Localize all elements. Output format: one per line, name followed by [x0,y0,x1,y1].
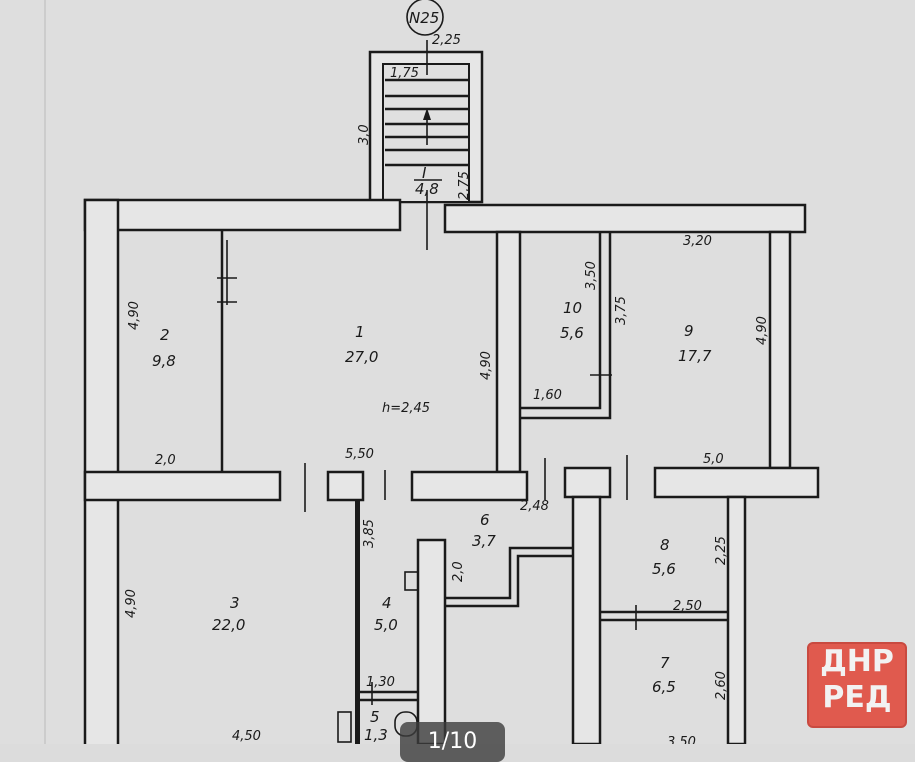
room-5-number: 5 [370,708,380,726]
room-10-area: 5,6 [560,324,584,342]
dim: 2,48 [520,499,549,514]
room-8-number: 8 [660,536,670,554]
dim: 1,30 [366,675,395,690]
room-7-area: 6,5 [652,678,676,696]
dim: 2,50 [673,599,702,614]
room-7-number: 7 [660,654,670,672]
room-1-number: 1 [355,323,365,341]
dim-stair-inner: 1,75 [390,66,419,81]
dim: 4,90 [127,301,142,330]
building-number: N25 [409,9,439,27]
watermark-logo: ДНР РЕД [807,642,907,728]
dim: h=2,45 [382,401,430,416]
dim: 3,50 [584,261,599,290]
room-4-number: 4 [382,594,392,612]
room-2-number: 2 [160,326,170,344]
dim: 3,85 [362,519,377,548]
room-3-number: 3 [230,594,240,612]
dim: 4,90 [755,316,770,345]
floor-plan: N25 2,25 1,75 3,0 I 4,8 2,75 2 9,8 1 27,… [44,0,820,744]
building-number-circle [406,0,444,36]
room-6-number: 6 [480,511,490,529]
room-9-number: 9 [684,322,694,340]
dimensions: 4,90 2,0 4,90 5,50 h=2,45 3,50 3,75 1,60… [124,234,770,744]
room-labels: 2 9,8 1 27,0 10 5,6 9 17,7 3 22,0 4 5,0 … [152,299,712,744]
room-5-area: 1,3 [364,726,388,744]
dim: 2,60 [714,671,729,700]
dim: 2,0 [451,561,466,582]
room-10-number: 10 [563,299,582,317]
room-8-area: 5,6 [652,560,676,578]
dim: 5,0 [703,452,724,467]
room-9-area: 17,7 [678,347,712,365]
room-3-area: 22,0 [212,616,245,634]
watermark-line2: РЕД [822,680,892,715]
watermark-line1: ДНР [820,644,894,679]
dim: 2,25 [714,536,729,565]
stair-number: I [422,164,427,182]
dim: 5,50 [345,447,374,462]
room-6-area: 3,7 [472,532,496,550]
dim: 4,90 [124,589,139,618]
stair-area: 4,8 [415,180,439,198]
dim-stair-depth: 2,75 [457,171,472,200]
dim: 1,60 [533,388,562,403]
dim-stair-length: 3,0 [357,124,372,145]
dim: 2,0 [155,453,176,468]
room-2-area: 9,8 [152,352,176,370]
dim: 3,20 [683,234,712,249]
dim: 4,50 [232,729,261,744]
dim: 3,50 [667,735,696,744]
dim: 4,90 [479,351,494,380]
image-counter: 1/10 [400,722,505,762]
room-4-area: 5,0 [374,616,398,634]
room-1-area: 27,0 [345,348,378,366]
dim-stair-width: 2,25 [432,33,461,48]
dim: 3,75 [614,296,629,325]
